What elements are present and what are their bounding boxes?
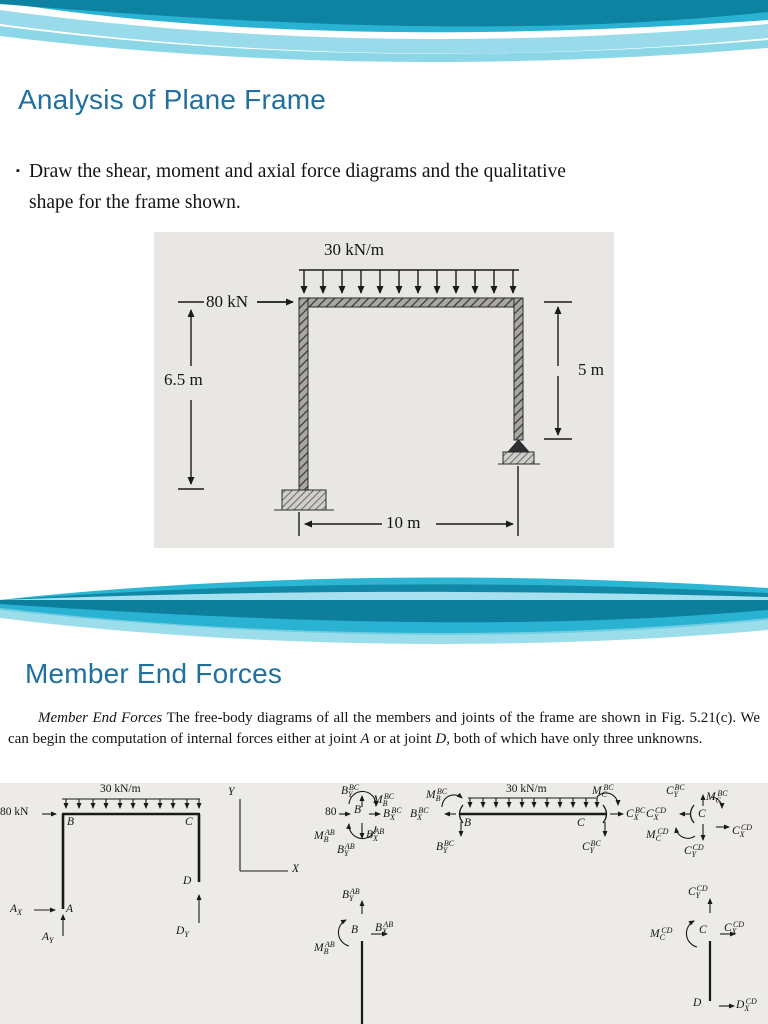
axis-x-label: X xyxy=(292,863,300,875)
jointB-MbAB-label: MBAB xyxy=(314,828,335,844)
axis-y-label: Y xyxy=(228,786,235,798)
bullet-marker: ▪ xyxy=(16,165,20,177)
force-label: 80 kN xyxy=(206,292,249,311)
memberBC-CyBC-label: CYBC xyxy=(582,839,601,855)
fbd-frame-linework xyxy=(34,798,202,936)
memberBC-B-label: B xyxy=(464,817,472,829)
span-label: 10 m xyxy=(386,513,421,532)
right-height-label: 5 m xyxy=(578,360,604,379)
bullet-item: ▪ Draw the shear, moment and axial force… xyxy=(16,156,736,218)
slide-2: Member End Forces Member End Forces The … xyxy=(0,600,768,1024)
jointC-CxCD-left-label: CXCD xyxy=(646,806,667,822)
fbd-frame-force-label: 80 kN xyxy=(0,806,29,818)
memberBC-CxBC-label: CXBC xyxy=(626,806,646,822)
jointC-CxCD-right-label: CXCD xyxy=(732,823,753,839)
memberAB-B-label: B xyxy=(351,924,359,936)
slide2-paragraph: Member End Forces The free-body diagrams… xyxy=(8,708,760,751)
jointB-BxAB-label: BXAB xyxy=(366,827,385,843)
fbd-joint-c xyxy=(674,794,730,841)
jointC-McCD-label: MCCD xyxy=(646,827,669,843)
frame-members xyxy=(274,297,540,511)
jointC-CyCD-label: CYCD xyxy=(684,843,704,859)
slide2-title: Member End Forces xyxy=(25,658,283,689)
fbd-frame-Dy-label: DY xyxy=(176,925,189,939)
frame-diagram-svg xyxy=(178,269,572,536)
fbd-frame-Ax-label: AX xyxy=(10,903,22,917)
memberBC-MbBC-label: MBBC xyxy=(426,787,448,803)
dimension-lines xyxy=(178,298,572,536)
fbd-member-cd xyxy=(685,898,736,1009)
memberBC-BxBC-label: BXBC xyxy=(410,806,429,822)
memberCD-DxCD-label: DXCD xyxy=(736,997,757,1013)
slide2-header-wave xyxy=(0,600,768,658)
slide1-title: Analysis of Plane Frame xyxy=(18,84,327,115)
memberCD-CyCD-label: CYCD xyxy=(688,884,708,900)
bullet-line1: Draw the shear, moment and axial force d… xyxy=(29,161,566,182)
fbd-diagram-svg xyxy=(34,790,736,1024)
bullet-line2: shape for the frame shown. xyxy=(29,192,241,214)
memberBC-McBC-label: MCBC xyxy=(592,783,614,799)
memberAB-MbAB-label: MBAB xyxy=(314,940,335,956)
memberCD-CxCD-label: CXCD xyxy=(724,920,745,936)
load-label: 30 kN/m xyxy=(324,240,384,259)
memberCD-C-label: C xyxy=(699,924,707,936)
paragraph-body3: , both of which have only three unknowns… xyxy=(446,731,703,748)
left-height-label: 6.5 m xyxy=(164,370,203,389)
slide-1: Analysis of Plane Frame ▪ Draw the shear… xyxy=(0,0,768,600)
fbd-joint-b xyxy=(339,790,381,840)
joint-d-ref: D xyxy=(435,731,447,748)
fbd-frame-B-label: B xyxy=(67,816,75,828)
jointC-CyBC-label: CYBC xyxy=(666,783,685,799)
fbd-frame-D-label: D xyxy=(183,875,192,887)
fbd-frame-A-label: A xyxy=(66,903,74,915)
memberBC-ByBC-label: BYBC xyxy=(436,839,455,855)
memberBC-C-label: C xyxy=(577,817,585,829)
jointB-ByBC-label: BYBC xyxy=(341,783,360,799)
paragraph-body2: or at joint xyxy=(369,731,436,748)
fbd-frame-Ay-label: AY xyxy=(42,931,54,945)
fbd-axes xyxy=(239,799,288,872)
distributed-load-arrows xyxy=(299,269,519,294)
joint-a-ref: A xyxy=(360,731,370,748)
jointB-force-label: 80 xyxy=(325,806,337,818)
memberCD-McCD-label: MCCD xyxy=(650,926,673,942)
fbd-member-bc xyxy=(441,792,624,837)
slide1-footer-wave xyxy=(0,566,768,600)
memberBC-load-label: 30 kN/m xyxy=(506,783,547,795)
paragraph-lead: Member End Forces xyxy=(38,710,163,726)
fbd-frame-C-label: C xyxy=(185,816,193,828)
frame-figure: 30 kN/m 80 kN 6.5 m 5 m 10 m xyxy=(154,232,614,548)
jointB-ByAB-label: BYAB xyxy=(337,842,355,858)
memberCD-D-label: D xyxy=(693,997,702,1009)
memberAB-BxAB-label: BXAB xyxy=(375,920,394,936)
fbd-member-ab xyxy=(337,900,388,1024)
fbd-frame-load-label: 30 kN/m xyxy=(100,783,141,795)
memberAB-ByAB-label: BYAB xyxy=(342,887,360,903)
jointC-C-label: C xyxy=(698,808,706,820)
paragraph-body1: The free-body diagrams of all the member… xyxy=(8,710,760,748)
free-body-diagrams-figure: 30 kN/m 80 kN B C A AX AY D DY Y X BYBC … xyxy=(0,783,768,1024)
slide1-header-wave xyxy=(0,0,768,80)
jointB-MbBC-label: MBBC xyxy=(373,792,395,808)
jointC-McBC-label: MCBC xyxy=(706,789,728,805)
jointB-B-label: B xyxy=(354,804,362,816)
jointB-BxBC-label: BXBC xyxy=(383,806,402,822)
